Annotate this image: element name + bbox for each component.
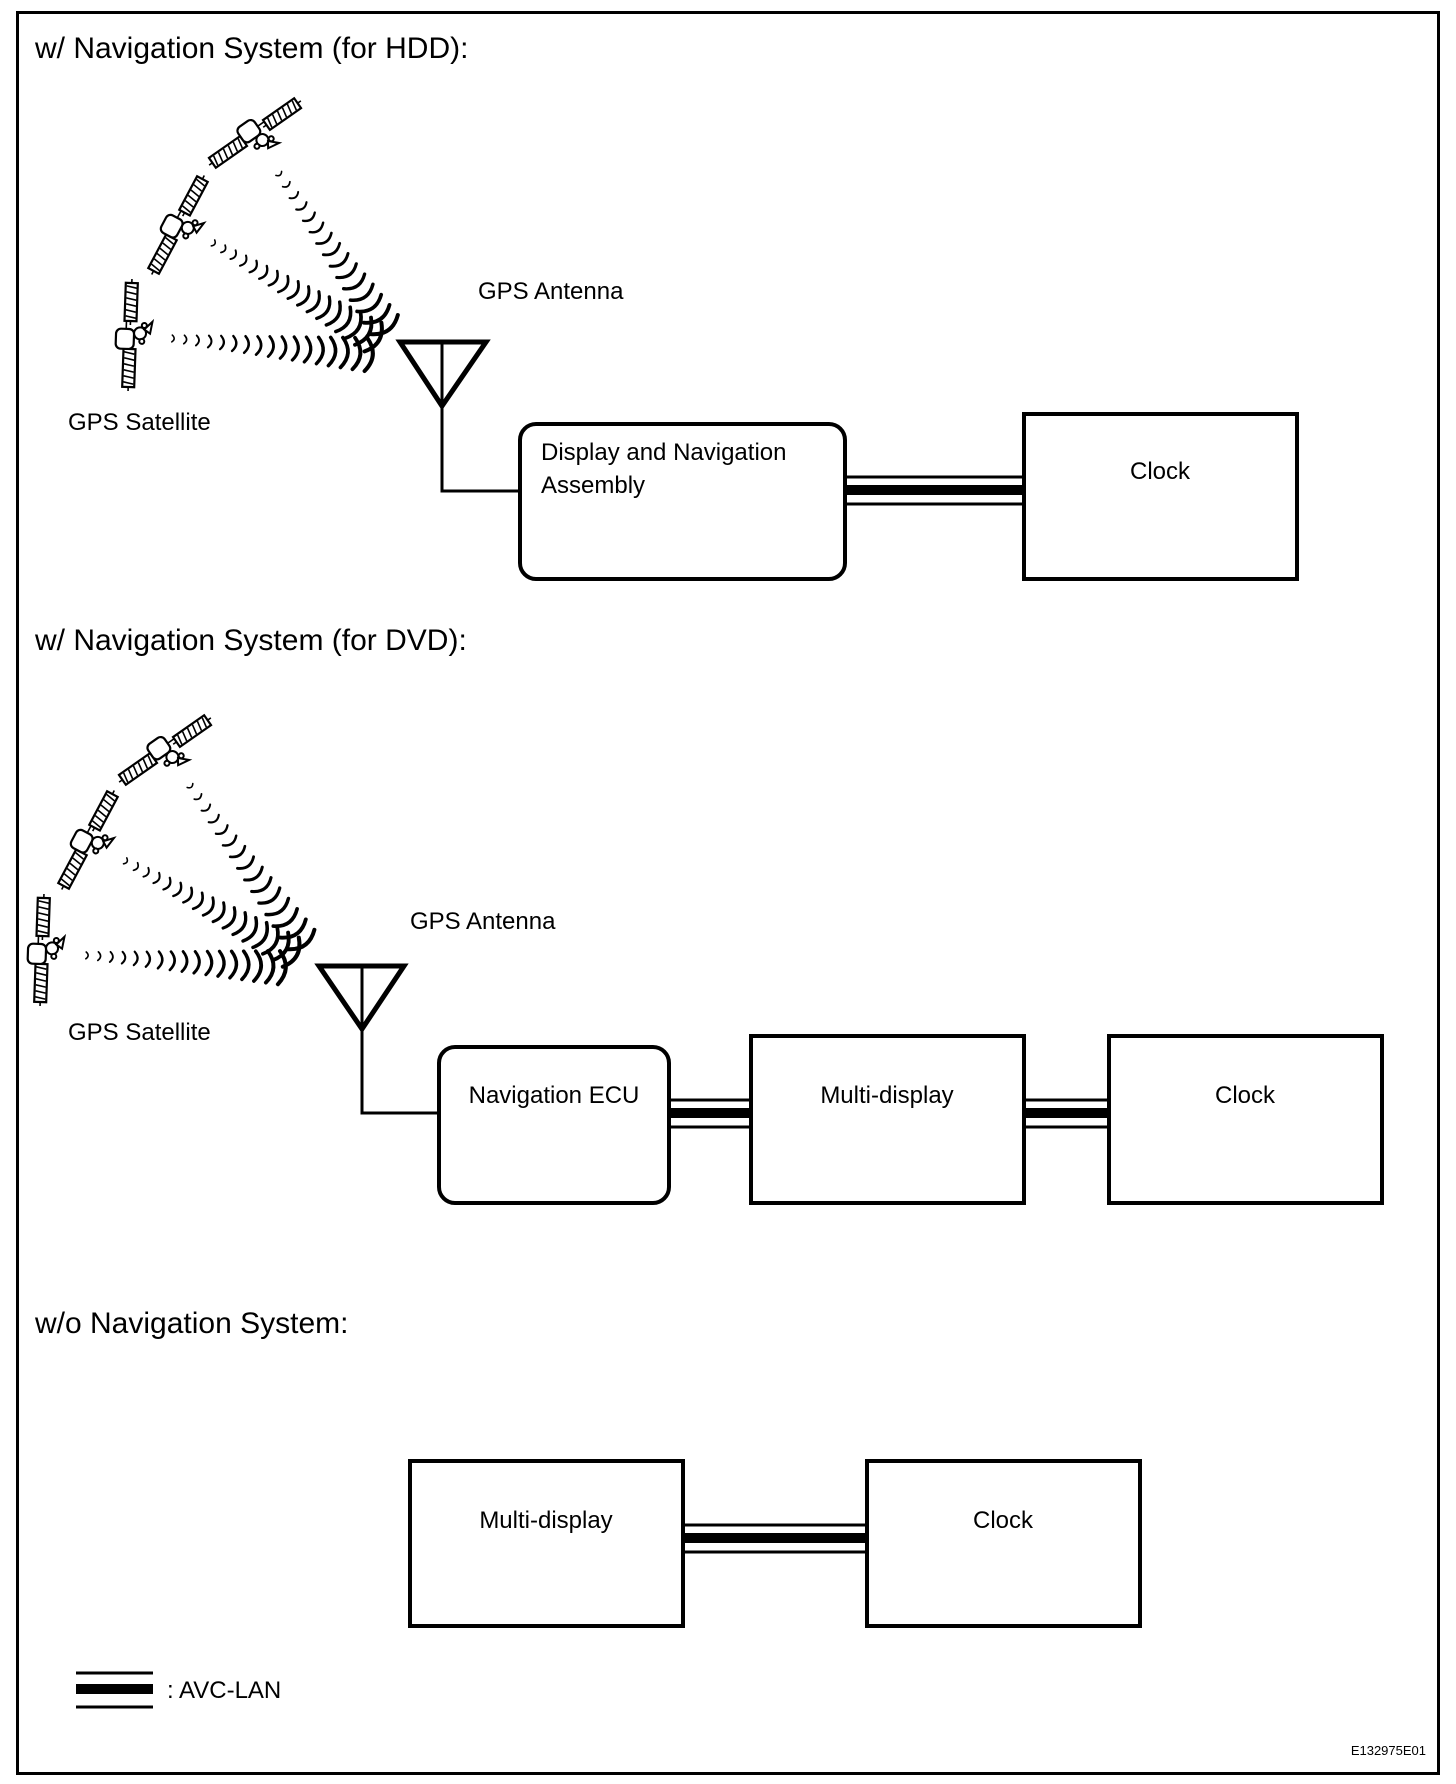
avc-lan-legend-symbol <box>76 1671 153 1709</box>
clock-box-dvd: Clock <box>1107 1034 1384 1205</box>
gps-satellite-icon <box>146 174 210 276</box>
clock-label-hdd: Clock <box>1130 458 1191 485</box>
gps-satellite-label-hdd: GPS Satellite <box>68 409 211 436</box>
figure-code: E132975E01 <box>1351 1743 1426 1758</box>
gps-antenna-label-hdd: GPS Antenna <box>478 278 624 305</box>
gps-antenna-icon <box>314 963 409 1034</box>
antenna-wire-hdd <box>440 406 520 493</box>
multi-display-label-no-nav: Multi-display <box>479 1507 612 1534</box>
display-navigation-assembly-label-1: Display and Navigation <box>541 439 786 466</box>
navigation-ecu-label: Navigation ECU <box>469 1082 640 1109</box>
avc-lan-cable-dvd-1 <box>669 1098 751 1129</box>
radio-wave-icon <box>122 857 302 969</box>
navigation-ecu-box: Navigation ECU <box>437 1045 671 1205</box>
avc-lan-cable-no-nav <box>683 1523 867 1554</box>
gps-satellite-label-dvd: GPS Satellite <box>68 1019 211 1046</box>
radio-wave-icon <box>171 334 375 374</box>
gps-antenna-label-dvd: GPS Antenna <box>410 908 556 935</box>
gps-satellite-group-dvd <box>26 713 317 1006</box>
radio-wave-icon <box>186 782 317 952</box>
section-title-no-nav: w/o Navigation System: <box>34 1307 348 1340</box>
section-dvd: w/ Navigation System (for DVD): GPS Sate… <box>26 624 1384 1205</box>
gps-satellite-icon <box>207 96 303 170</box>
gps-satellite-icon <box>114 279 155 391</box>
section-title-hdd: w/ Navigation System (for HDD): <box>34 32 468 65</box>
section-title-dvd: w/ Navigation System (for DVD): <box>34 624 467 657</box>
multi-display-box-no-nav: Multi-display <box>408 1459 685 1628</box>
clock-label-no-nav: Clock <box>973 1507 1034 1534</box>
gps-antenna-icon <box>395 339 491 411</box>
avc-lan-cable-dvd-2 <box>1024 1098 1109 1129</box>
section-no-nav: w/o Navigation System: Multi-display Clo… <box>34 1307 1142 1628</box>
gps-satellite-icon <box>26 894 67 1006</box>
legend: : AVC-LAN <box>76 1671 281 1709</box>
avc-lan-cable-hdd <box>845 475 1024 506</box>
radio-wave-icon <box>275 170 400 337</box>
multi-display-label-dvd: Multi-display <box>820 1082 953 1109</box>
radio-wave-icon <box>85 949 288 987</box>
clock-box-hdd: Clock <box>1022 412 1299 581</box>
avc-lan-legend-label: : AVC-LAN <box>167 1677 281 1704</box>
gps-satellite-icon <box>56 789 120 891</box>
gps-satellite-group-hdd <box>114 96 400 391</box>
diagram-frame <box>16 11 1440 1775</box>
multi-display-box-dvd: Multi-display <box>749 1034 1026 1205</box>
clock-label-dvd: Clock <box>1215 1082 1276 1109</box>
antenna-wire-dvd <box>360 1029 439 1115</box>
section-hdd: w/ Navigation System (for HDD): GPS Sate… <box>34 32 1299 581</box>
display-navigation-assembly-label-2: Assembly <box>541 472 645 499</box>
gps-satellite-icon <box>117 713 213 787</box>
display-navigation-assembly-box: Display and Navigation Assembly <box>518 422 847 581</box>
radio-wave-icon <box>210 239 384 354</box>
clock-box-no-nav: Clock <box>865 1459 1142 1628</box>
